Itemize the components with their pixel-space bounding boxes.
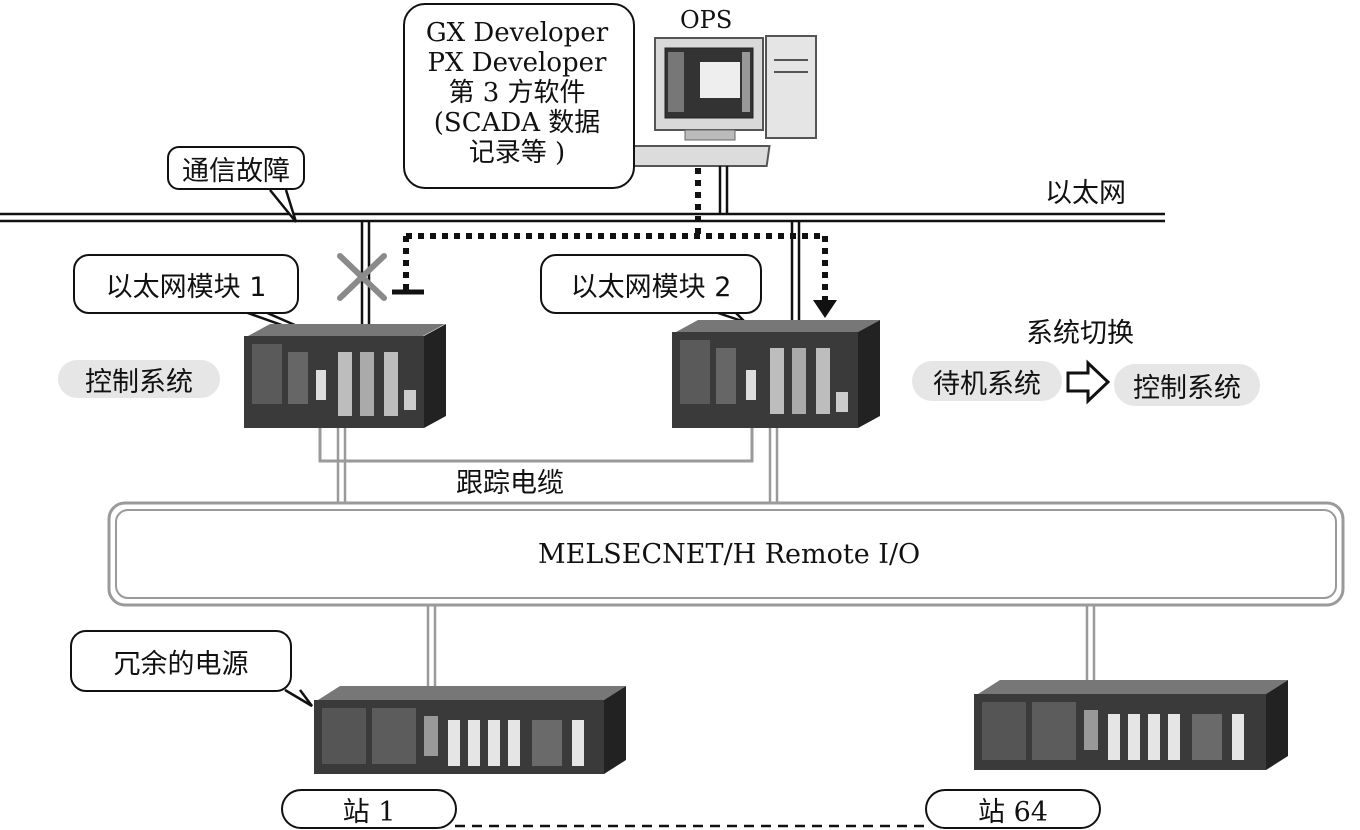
switch-arrow-icon	[1066, 359, 1111, 405]
software-line-3: 第 3 方软件	[448, 78, 586, 108]
ops-computer	[625, 35, 817, 214]
tracking-cable	[318, 428, 754, 463]
melsecnet-rail-inner	[115, 509, 1337, 599]
fault-x-icon	[337, 253, 387, 301]
ops-dotted-path	[403, 168, 828, 300]
ethernet-label: 以太网	[1045, 178, 1126, 209]
software-line-4: (SCADA 数据	[433, 108, 601, 138]
ethernet-bus	[0, 212, 1165, 223]
station-1-label: 站 1	[281, 789, 457, 829]
melsecnet-rail-outer	[107, 501, 1345, 607]
ethernet-module-2-callout: 以太网模块 2	[540, 254, 762, 314]
comm-fault-callout: 通信故障	[167, 146, 305, 190]
software-line-1: GX Developer	[425, 18, 609, 48]
software-callout	[403, 3, 635, 189]
tracking-cable-label: 跟踪电缆	[456, 468, 564, 499]
plc-network-links	[336, 428, 779, 503]
station-1-rack	[314, 686, 626, 774]
software-line-2: PX Developer	[427, 48, 607, 78]
station-64-label: 站 64	[925, 789, 1101, 829]
software-callout-text: GX Developer PX Developer 第 3 方软件 (SCADA…	[401, 18, 633, 168]
system-switch-title: 系统切换	[1026, 318, 1134, 349]
plc-standby-system	[672, 320, 880, 428]
control-system-left-badge: 控制系统	[58, 360, 220, 398]
ops-label: OPS	[680, 6, 733, 34]
comm-fault-pointer	[269, 189, 298, 223]
standby-system-badge: 待机系统	[912, 361, 1062, 401]
plc-control-system	[244, 324, 446, 428]
station-64-rack	[974, 680, 1288, 770]
melsecnet-label: MELSECNET/H Remote I/O	[538, 539, 921, 570]
power-pointer	[284, 688, 313, 708]
redundant-power-callout: 冗余的电源	[70, 630, 292, 692]
control-system-right-badge: 控制系统	[1114, 364, 1260, 406]
software-line-5: 记录等 )	[468, 138, 566, 168]
ethernet-module-1-callout: 以太网模块 1	[73, 254, 299, 314]
arrow-down-head	[813, 300, 837, 318]
